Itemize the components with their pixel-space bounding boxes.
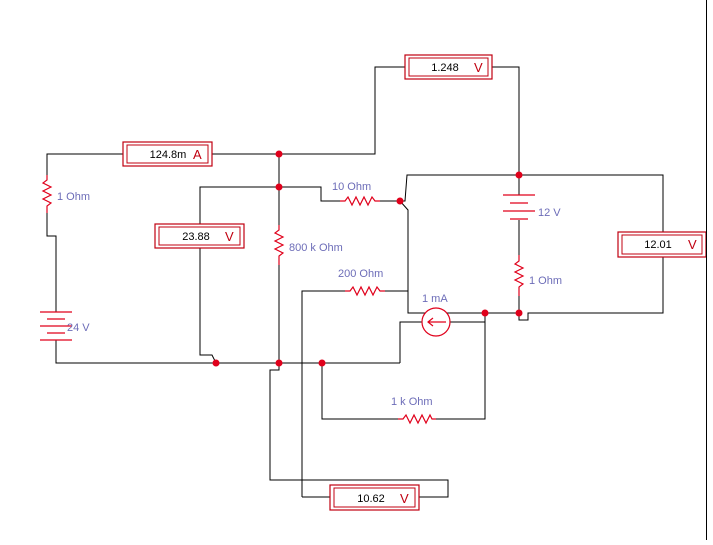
current-source-1ma[interactable] xyxy=(421,307,451,337)
wire-bottom-to-source xyxy=(399,321,422,363)
wire-200ohm-left xyxy=(301,290,345,497)
voltmeter-right-unit: V xyxy=(688,237,697,252)
resistor-1k[interactable] xyxy=(398,413,436,425)
battery-24v[interactable] xyxy=(40,311,72,341)
voltmeter-left-value: 23.88 xyxy=(182,231,210,243)
wire-left-top xyxy=(46,153,126,175)
label-src-12: 12 V xyxy=(538,207,561,219)
label-r-10: 10 Ohm xyxy=(332,181,371,193)
label-r-1k: 1 k Ohm xyxy=(391,396,433,408)
window-right-border xyxy=(706,0,707,540)
label-r-200: 200 Ohm xyxy=(338,268,383,280)
resistor-200ohm[interactable] xyxy=(345,285,385,297)
wire-10ohm-left xyxy=(279,186,340,202)
wire-1k-right xyxy=(436,313,486,420)
voltmeter-top-unit: V xyxy=(474,60,483,75)
node xyxy=(212,359,220,367)
voltmeter-bottom[interactable]: 10.62 V xyxy=(329,484,420,511)
resistor-800k[interactable] xyxy=(273,225,285,265)
voltmeter-right-value: 12.01 xyxy=(644,239,672,251)
node xyxy=(275,150,283,158)
node xyxy=(481,309,489,317)
label-r-800k: 800 k Ohm xyxy=(289,242,343,254)
wire-source-right xyxy=(450,313,486,323)
wire-right-vm-bottom xyxy=(518,257,664,321)
node xyxy=(515,171,523,179)
label-src-1ma: 1 mA xyxy=(422,293,448,305)
ammeter-unit: A xyxy=(193,147,202,162)
node xyxy=(275,359,283,367)
voltmeter-top-value: 1.248 xyxy=(431,62,459,74)
wire-left-mid xyxy=(46,213,57,312)
wire-top-voltmeter-right xyxy=(492,66,520,175)
voltmeter-bottom-unit: V xyxy=(400,491,409,506)
node xyxy=(275,183,283,191)
voltmeter-top[interactable]: 1.248 V xyxy=(404,54,493,80)
resistor-10ohm[interactable] xyxy=(340,195,380,207)
voltmeter-right[interactable]: 12.01 V xyxy=(617,231,707,258)
wire-top-right xyxy=(279,66,405,155)
wire-left-bottom xyxy=(55,340,216,364)
wire-right-vm-top xyxy=(519,174,664,233)
voltmeter-bottom-value: 10.62 xyxy=(357,493,385,505)
node xyxy=(318,359,326,367)
label-src-24: 24 V xyxy=(67,322,90,334)
ammeter[interactable]: 124.8m A xyxy=(122,141,213,167)
label-r-1-right: 1 Ohm xyxy=(529,275,562,287)
node xyxy=(396,197,404,205)
wire-left-vm-bottom xyxy=(199,248,217,364)
resistor-right-1ohm[interactable] xyxy=(513,255,525,296)
wire-node400-up xyxy=(400,174,519,202)
voltmeter-left-unit: V xyxy=(225,229,234,244)
resistors xyxy=(41,175,525,425)
component-labels: 1 Ohm 10 Ohm 800 k Ohm 200 Ohm 1 Ohm 1 k… xyxy=(57,181,562,408)
label-r-left: 1 Ohm xyxy=(57,191,90,203)
wires xyxy=(46,66,664,498)
ammeter-value: 124.8m xyxy=(150,149,187,161)
wire-1k-left xyxy=(321,363,398,420)
junction-nodes xyxy=(212,150,523,367)
wire-bottom-vm-left xyxy=(269,363,449,498)
node xyxy=(515,309,523,317)
wire-left-vm-top xyxy=(199,186,279,225)
voltmeter-left[interactable]: 23.88 V xyxy=(154,223,245,249)
battery-12v[interactable] xyxy=(503,194,535,220)
resistor-left-1ohm[interactable] xyxy=(41,175,53,213)
